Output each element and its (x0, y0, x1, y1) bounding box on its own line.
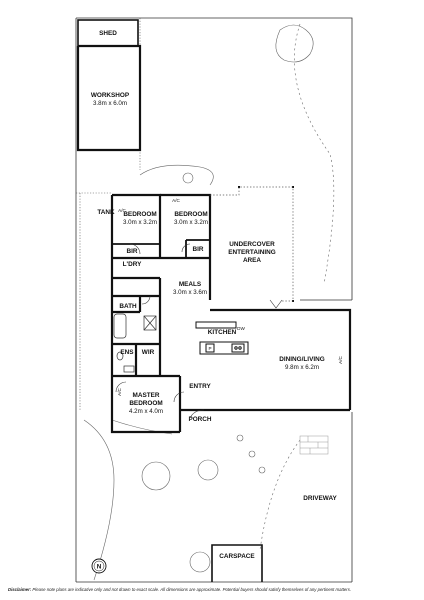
master-bedroom-size: 4.2m x 4.0m (129, 408, 163, 415)
undercover-label-1: UNDERCOVER (229, 241, 275, 248)
laundry-label: L'DRY (123, 261, 142, 268)
entry-label: ENTRY (189, 383, 211, 390)
bir-1-label: BIR (126, 248, 137, 255)
undercover-label-2: ENTERTAINING (228, 249, 275, 256)
pantry-label: P (208, 346, 211, 351)
kitchen-bench (195, 321, 249, 355)
bir-2-label: BIR (192, 246, 203, 253)
compass-north-letter: N (97, 564, 102, 571)
workshop-size: 3.8m x 6.0m (93, 100, 127, 107)
disclaimer-text: Please note plans are indicative only an… (32, 587, 352, 592)
undercover-label-3: AREA (243, 257, 261, 264)
workshop-label: WORKSHOP (91, 92, 130, 99)
tank-label: TANK (97, 209, 115, 216)
ens-label: ENS (120, 349, 134, 356)
disclaimer: Disclaimer: Please note plans are indica… (8, 587, 420, 592)
dishwasher-label: DW (237, 326, 245, 331)
dining-label: DINING/LIVING (279, 356, 324, 363)
porch-label: PORCH (188, 416, 211, 423)
ac-label-1: A/C (118, 208, 126, 213)
disclaimer-lead: Disclaimer: (8, 587, 32, 592)
undercover-outline (210, 186, 294, 302)
carspace (211, 544, 263, 582)
ac-label-4: A/C (117, 387, 122, 395)
bath-label: BATH (119, 303, 137, 310)
kitchen-label: KITCHEN (208, 329, 237, 336)
meals-size: 3.0m x 3.6m (173, 289, 207, 296)
bedroom-2-label: BEDROOM (123, 211, 156, 218)
bedroom-divider (112, 228, 210, 258)
meals-label: MEALS (179, 281, 202, 288)
property-boundary (75, 17, 353, 583)
carspace-label: CARSPACE (219, 553, 255, 560)
landscaping (83, 23, 335, 581)
master-bedroom-label-2: BEDROOM (129, 400, 162, 407)
master-bedroom-label-1: MASTER (133, 392, 160, 399)
wir-label: WIR (142, 349, 155, 356)
workshop (76, 44, 142, 152)
driveway-label: DRIVEWAY (303, 495, 337, 502)
compass-icon: N (91, 558, 107, 574)
bathroom-fixtures (113, 313, 157, 373)
ac-label-3: A/C (338, 355, 343, 363)
door-swings (115, 243, 283, 419)
bedroom-3-size: 3.0m x 3.2m (174, 219, 208, 226)
dining-size: 9.8m x 6.2m (285, 364, 319, 371)
bedroom-3-label: BEDROOM (174, 211, 207, 218)
paving-pattern (299, 435, 329, 455)
ac-label-2: A/C (172, 198, 180, 203)
bedroom-2-size: 3.0m x 3.2m (123, 219, 157, 226)
shed-label: SHED (99, 30, 117, 37)
